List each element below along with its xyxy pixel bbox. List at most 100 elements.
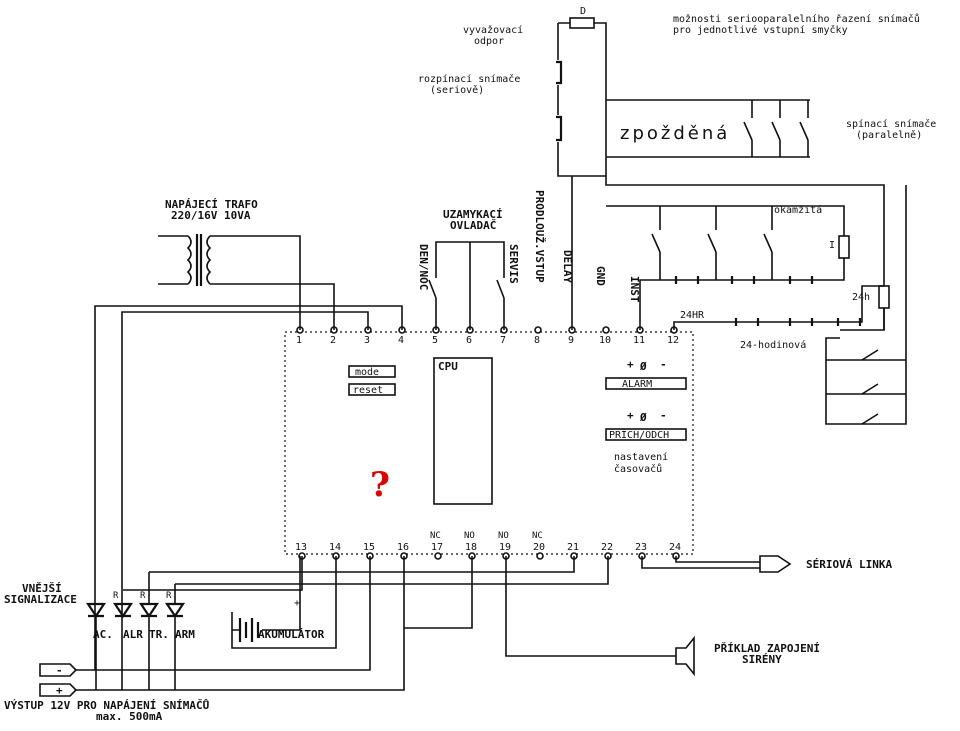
contact-18-type: NO <box>464 531 475 541</box>
prodluz-vstup-label: PRODLOUŽ.VSTUP <box>533 190 546 283</box>
trafo-label-1: NAPÁJECÍ TRAFO <box>165 198 258 211</box>
instant-zone-label: okamžitá <box>774 204 822 216</box>
terminal-11-label: 11 <box>633 335 645 346</box>
terminal-16-label: 16 <box>397 542 409 553</box>
resistor-i <box>838 235 850 259</box>
den-noc-switch <box>428 241 505 330</box>
cpu-label: CPU <box>438 360 458 373</box>
output-label-1: VÝSTUP 12V PRO NAPÁJENÍ SNÍMAČŮ <box>4 699 210 712</box>
output-rails <box>60 556 760 691</box>
nc-sensors-label-1: rozpínací snímače <box>418 73 520 85</box>
output-minus-terminal <box>39 663 78 677</box>
prich-pot-minus: - <box>660 409 667 422</box>
led-tr-label: TR. <box>149 628 169 641</box>
terminal-9-label: 9 <box>568 335 574 346</box>
terminal-1-label: 1 <box>296 335 302 346</box>
battery-label: AKUMULÁTOR <box>258 628 325 641</box>
siren-horn-icon <box>675 635 695 677</box>
no-sensors-label-2: (paralelně) <box>856 129 922 141</box>
mode-button-label: mode <box>355 367 379 378</box>
contact-20-type: NC <box>532 531 543 541</box>
terminal-19-label: 19 <box>499 542 511 553</box>
cpu-chip <box>433 357 493 505</box>
prich-timer-label: PRÍCH/ODCH <box>609 428 669 441</box>
terminal-8-label: 8 <box>534 335 540 346</box>
alarm-pot-plus: + <box>627 358 634 371</box>
led-arm-label: ARM <box>175 628 195 641</box>
prich-timer-box <box>605 428 687 441</box>
terminal-22-label: 22 <box>601 542 613 553</box>
timers-label-1: nastavení <box>614 451 668 463</box>
led-group <box>85 556 609 690</box>
siren-label-2: SIRÉNY <box>742 653 782 666</box>
terminal-14-label: 14 <box>329 542 341 553</box>
label-24-hodinova: 24-hodinová <box>740 339 806 351</box>
contact-19-type: NO <box>498 531 509 541</box>
terminal-12-label: 12 <box>667 335 679 346</box>
top-terminal-numbers: 1 2 3 4 5 6 7 8 9 10 11 12 <box>296 335 679 346</box>
terminal-21-label: 21 <box>567 542 579 553</box>
terminal-7-label: 7 <box>500 335 506 346</box>
instant-loop-wiring <box>606 205 845 330</box>
inst-label: INST <box>628 276 641 303</box>
terminal-20-label: 20 <box>533 542 545 553</box>
prich-pot-icon: Ø <box>639 411 647 424</box>
battery-symbol <box>231 556 337 649</box>
terminal-24-label: 24 <box>669 542 681 553</box>
alarm-timer-box <box>605 377 687 390</box>
external-signal-label-2: SIGNALIZACE <box>4 593 77 606</box>
balance-resistor-label-2: odpor <box>474 36 504 47</box>
unknown-question-mark: ? <box>370 465 390 505</box>
led-arm-resistor: R <box>166 591 172 601</box>
led-alr-label: ALR <box>123 628 143 641</box>
serial-connector <box>759 555 792 573</box>
alarm-timer-label: ALARM <box>622 379 652 390</box>
resistor-24h <box>878 285 890 309</box>
led-alr-resistor: R <box>113 591 119 601</box>
servis-label: SERVIS <box>507 244 520 284</box>
output-plus-sign: + <box>56 684 63 697</box>
prich-pot-plus: + <box>627 409 634 422</box>
series-parallel-note-1: možnosti seriooparalelního řazení snímač… <box>673 13 920 25</box>
bottom-terminal-numbers: 13 14 15 16 17 18 19 20 21 22 23 24 NC N… <box>295 531 681 553</box>
resistor-d <box>569 17 595 29</box>
terminal-18-label: 18 <box>465 542 477 553</box>
terminal-2-label: 2 <box>330 335 336 346</box>
led-tr-resistor: R <box>140 591 146 601</box>
terminal-10-label: 10 <box>599 335 611 346</box>
mode-button <box>348 365 396 378</box>
terminal-6-label: 6 <box>466 335 472 346</box>
battery-plus: + <box>294 598 300 609</box>
terminal-15-label: 15 <box>363 542 375 553</box>
terminal-4-label: 4 <box>398 335 404 346</box>
alarm-pot-icon: Ø <box>639 360 647 373</box>
delayed-loop-wiring <box>556 22 885 331</box>
wire-terminal-4 <box>94 305 403 670</box>
resistor-d-label: D <box>580 6 586 17</box>
den-noc-label: DEN/NOC <box>417 244 430 290</box>
output-label-2: max. 500mA <box>96 710 163 723</box>
terminal-5-label: 5 <box>432 335 438 346</box>
terminal-3-label: 3 <box>364 335 370 346</box>
led-ac-label: AC. <box>93 628 113 641</box>
alarm-pot-minus: - <box>660 358 667 371</box>
external-signal-label-1: VNĚJŠÍ <box>22 582 62 595</box>
timers-label-2: časovačů <box>614 463 662 475</box>
gnd-label: GND <box>594 266 607 286</box>
serial-link-label: SÉRIOVÁ LINKA <box>806 558 892 571</box>
resistor-i-label: I <box>829 240 835 251</box>
locking-label-2: OVLADAČ <box>450 219 497 232</box>
reset-button <box>348 383 396 396</box>
balance-resistor-label-1: vyvažovací <box>463 24 523 36</box>
nc-sensors-label-2: (seriově) <box>430 84 484 96</box>
output-minus-sign: - <box>56 664 63 677</box>
contact-17-type: NC <box>430 531 441 541</box>
label-24hr: 24HR <box>680 310 705 321</box>
reset-button-label: reset <box>353 385 383 396</box>
output-plus-terminal <box>39 683 78 697</box>
transformer-symbol <box>158 234 335 330</box>
siren-label-1: PŘÍKLAD ZAPOJENÍ <box>714 642 820 655</box>
locking-label-1: UZAMYKACÍ <box>443 208 503 221</box>
series-parallel-note-2: pro jednotlivé vstupní smyčky <box>673 24 848 36</box>
